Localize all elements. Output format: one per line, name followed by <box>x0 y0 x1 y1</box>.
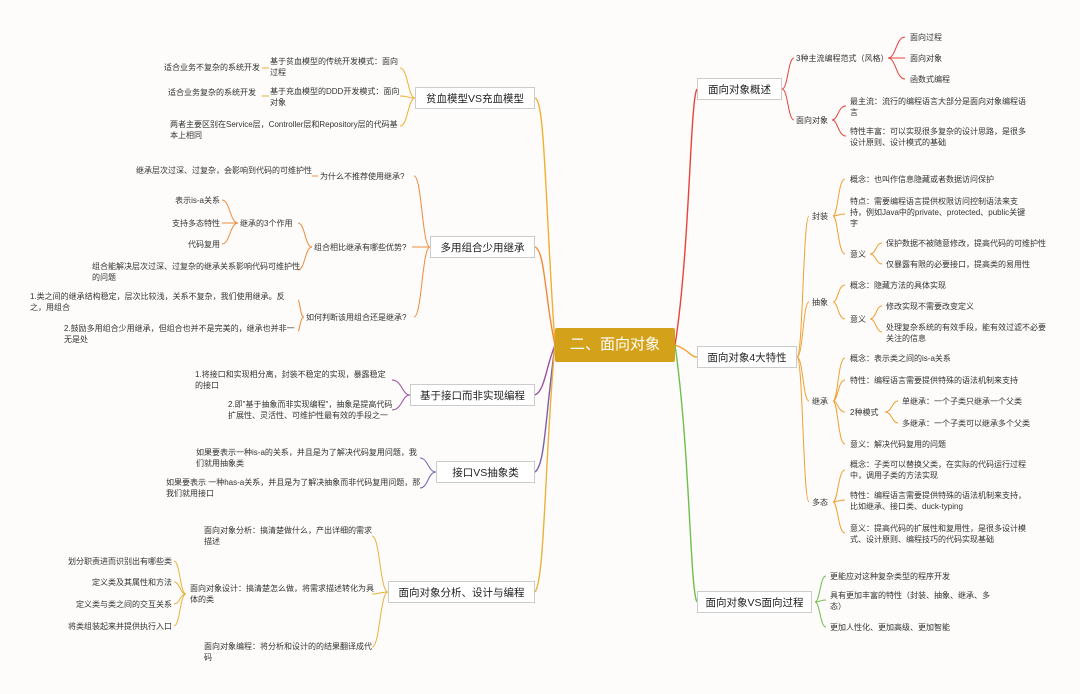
node-ood-3[interactable]: 定义类与类之间的交互关系 <box>76 600 172 609</box>
node-combo-solves[interactable]: 组合能解决层次过深、过复杂的继承关系影响代码可维护性的问题 <box>92 262 300 282</box>
node-ood-4[interactable]: 将类组装起来并提供执行入口 <box>68 622 172 631</box>
branch-ooa-ood-oop[interactable]: 面向对象分析、设计与编程 <box>388 581 535 603</box>
node-mainstream[interactable]: 最主流：流行的编程语言大部分是面向对象编程语言 <box>850 97 1026 117</box>
node-enc-m2[interactable]: 仅暴露有限的必要接口，提高类的易用性 <box>886 260 1030 269</box>
node-ood-1[interactable]: 划分职责进而识别出有哪些类 <box>68 557 172 566</box>
node-poly-concept[interactable]: 概念：子类可以替换父类，在实际的代码运行过程中，调用子类的方法实现 <box>850 460 1026 480</box>
node-why-detail[interactable]: 继承层次过深、过复杂，会影响到代码的可维护性 <box>136 166 312 175</box>
node-oop[interactable]: 面向对象编程：将分析和设计的的结果翻译成代码 <box>204 642 372 662</box>
node-anemic-traditional-fit[interactable]: 适合业务不复杂的系统开发 <box>164 63 260 72</box>
branch-interface-vs-abstract[interactable]: 接口VS抽象类 <box>436 461 535 483</box>
node-anemic-ddd[interactable]: 基于充血模型的DDD开发模式：面向对象 <box>270 87 400 107</box>
node-abs-m2[interactable]: 处理复杂系统的有效手段，能有效过滤不必要关注的信息 <box>886 323 1046 343</box>
node-ood-2[interactable]: 定义类及其属性和方法 <box>92 578 172 587</box>
node-abs-m1[interactable]: 修改实现不需要改变定义 <box>886 302 974 311</box>
node-vs-2[interactable]: 具有更加丰富的特性（封装、抽象、继承、多态） <box>830 591 990 611</box>
node-inheritance[interactable]: 继承 <box>812 397 828 406</box>
node-abstraction[interactable]: 抽象 <box>812 298 828 307</box>
branch-four-features[interactable]: 面向对象4大特性 <box>697 346 797 368</box>
node-vs-1[interactable]: 更能应对这种复杂类型的程序开发 <box>830 572 950 581</box>
node-how-to-judge[interactable]: 如何判断该用组合还是继承? <box>306 313 407 322</box>
node-judge-2[interactable]: 2.鼓励多用组合少用继承，但组合也并不是完美的，继承也并非一无是处 <box>64 324 295 344</box>
node-enc-m1[interactable]: 保护数据不被随意修改，提高代码的可维护性 <box>886 239 1046 248</box>
node-interface-p1[interactable]: 1.将接口和实现相分离，封装不稳定的实现，暴露稳定的接口 <box>195 370 386 390</box>
node-abstract-class-case[interactable]: 如果要表示一种is-a的关系，并且是为了解决代码复用问题，我们就用抽象类 <box>196 448 417 468</box>
node-vs-3[interactable]: 更加人性化、更加高级、更加智能 <box>830 623 950 632</box>
node-inh-single[interactable]: 单继承：一个子类只继承一个父类 <box>902 397 1022 406</box>
node-poly-meaning[interactable]: 意义：提高代码的扩展性和复用性，是很多设计模式、设计原则、编程技巧的代码实现基础 <box>850 524 1026 544</box>
node-inh-trait[interactable]: 特性：编程语言需要提供特殊的语法机制来支持 <box>850 376 1018 385</box>
node-procedural[interactable]: 面向过程 <box>910 33 942 42</box>
node-rich-features[interactable]: 特性丰富：可以实现很多复杂的设计思路，是很多设计原则、设计模式的基础 <box>850 127 1026 147</box>
node-oop-paradigm[interactable]: 面向对象 <box>910 54 942 63</box>
node-enc-trait[interactable]: 特点：需要编程语言提供权限访问控制语法来支持，例如Java中的private、p… <box>850 197 1026 228</box>
node-enc-concept[interactable]: 概念：也叫作信息隐藏或者数据访问保护 <box>850 175 994 184</box>
node-inh-multi[interactable]: 多继承：一个子类可以继承多个父类 <box>902 419 1030 428</box>
node-encapsulation[interactable]: 封装 <box>812 212 828 221</box>
node-why-not-inheritance[interactable]: 为什么不推荐使用继承? <box>320 172 405 181</box>
node-ood[interactable]: 面向对象设计：搞清楚怎么做，将需求描述转化为具体的类 <box>190 584 374 604</box>
node-functional[interactable]: 函数式编程 <box>910 75 950 84</box>
node-oo[interactable]: 面向对象 <box>796 116 828 125</box>
branch-composition[interactable]: 多用组合少用继承 <box>430 236 535 258</box>
node-interface-p2[interactable]: 2.即"基于抽象而非实现编程"，抽象是提高代码扩展性、灵活性、可维护性最有效的手… <box>228 400 393 420</box>
node-polymorphism[interactable]: 多态 <box>812 498 828 507</box>
node-inh-concept[interactable]: 概念：表示类之间的is-a关系 <box>850 354 951 363</box>
node-abs-concept[interactable]: 概念：隐藏方法的具体实现 <box>850 281 946 290</box>
node-role-is-a[interactable]: 表示is-a关系 <box>175 196 220 205</box>
branch-overview[interactable]: 面向对象概述 <box>697 78 782 100</box>
node-paradigms[interactable]: 3种主流编程范式（风格） <box>796 54 889 63</box>
node-interface-case[interactable]: 如果要表示 一种has-a关系，并且是为了解决抽象而非代码复用问题，那我们就用接… <box>166 478 421 498</box>
node-ooa[interactable]: 面向对象分析：搞清楚做什么，产出详细的需求描述 <box>204 526 372 546</box>
node-judge-1[interactable]: 1.类之间的继承结构稳定，层次比较浅，关系不复杂，我们使用继承。反之，用组合 <box>30 292 285 312</box>
branch-interface-programming[interactable]: 基于接口而非实现编程 <box>410 384 535 406</box>
node-three-roles[interactable]: 继承的3个作用 <box>240 219 293 228</box>
branch-anemic-model[interactable]: 贫血模型VS充血模型 <box>415 87 535 109</box>
node-role-polymorphism[interactable]: 支持多态特性 <box>172 219 220 228</box>
node-inh-meaning[interactable]: 意义：解决代码复用的问题 <box>850 440 946 449</box>
branch-oop-vs-procedural[interactable]: 面向对象VS面向过程 <box>697 591 812 613</box>
node-enc-meaning[interactable]: 意义 <box>850 250 866 259</box>
node-anemic-ddd-fit[interactable]: 适合业务复杂的系统开发 <box>168 88 256 97</box>
node-anemic-diff[interactable]: 两者主要区别在Service层，Controller层和Repository层的… <box>170 120 398 140</box>
node-composition-advantage[interactable]: 组合相比继承有哪些优势? <box>314 243 407 252</box>
node-inh-modes[interactable]: 2种模式 <box>850 408 879 417</box>
central-topic[interactable]: 二、面向对象 <box>555 328 675 362</box>
node-poly-trait[interactable]: 特性：编程语言需要提供特殊的语法机制来支持，比如继承、接口类、duck-typi… <box>850 491 1026 511</box>
node-anemic-traditional[interactable]: 基于贫血模型的传统开发模式：面向过程 <box>270 57 398 77</box>
node-abs-meaning[interactable]: 意义 <box>850 315 866 324</box>
node-role-reuse[interactable]: 代码复用 <box>188 240 220 249</box>
